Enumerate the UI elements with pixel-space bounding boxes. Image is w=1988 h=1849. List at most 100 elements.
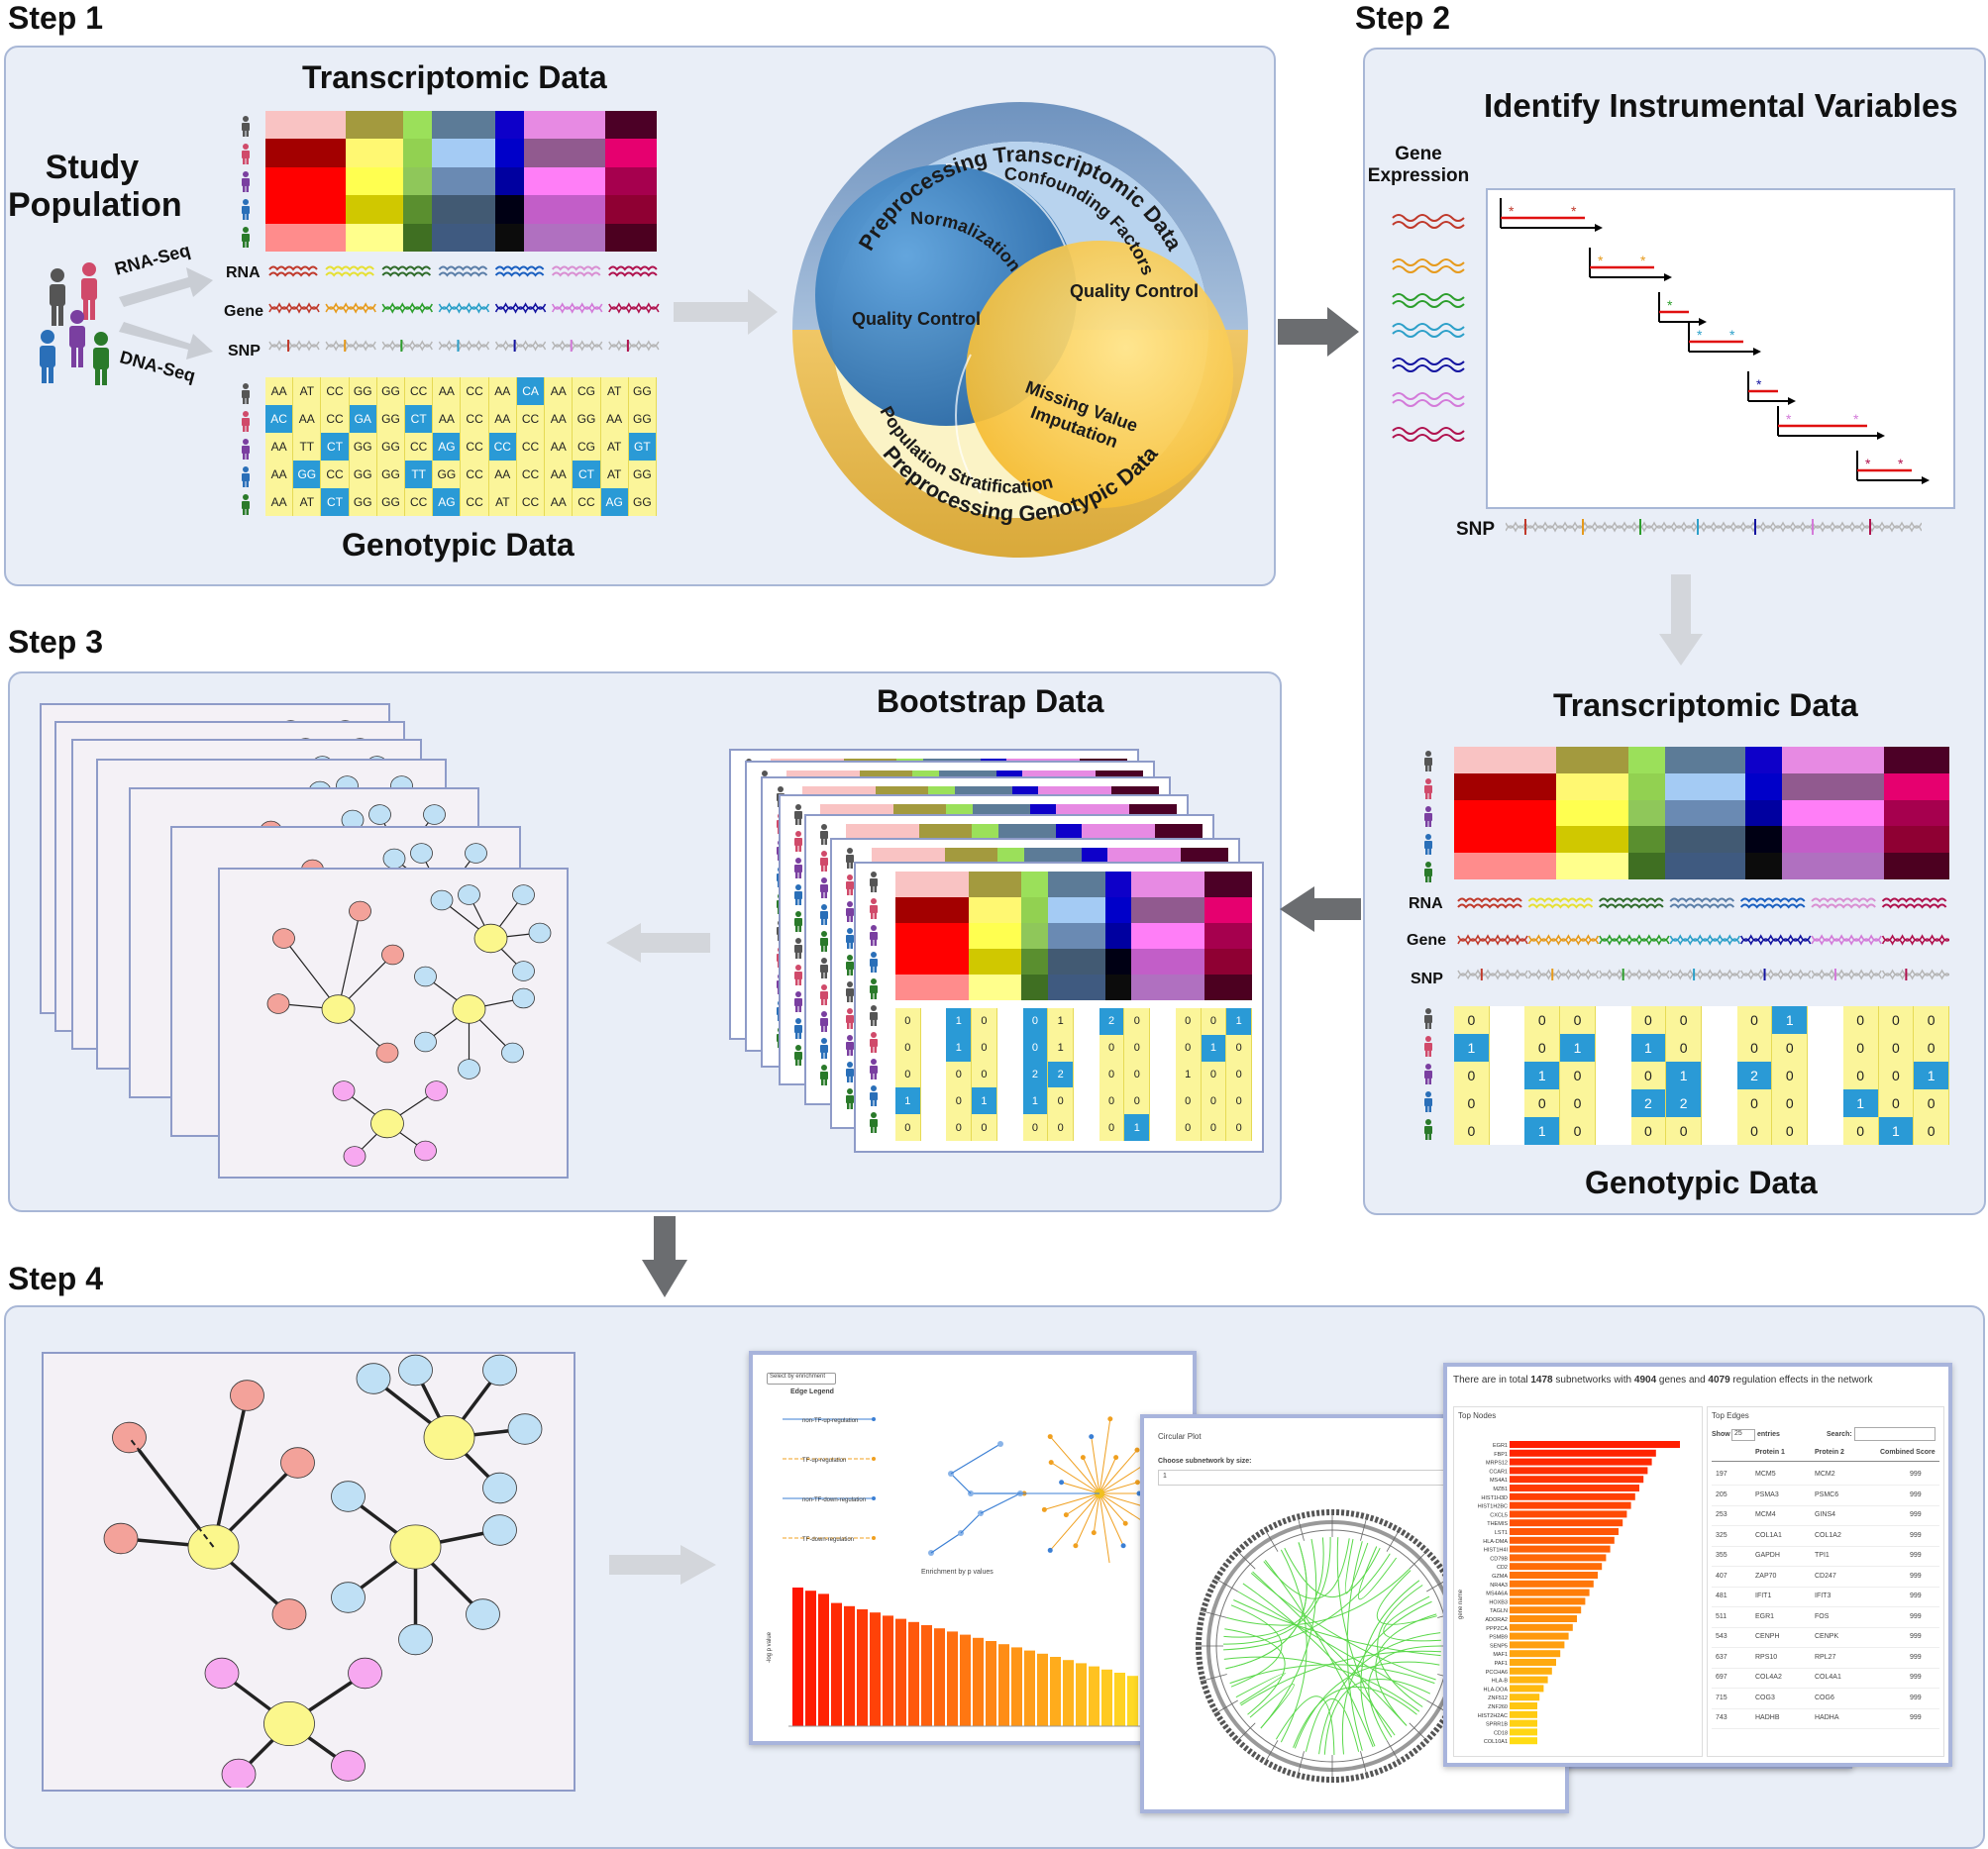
genotype-cell: CC (321, 377, 350, 405)
heatmap-cell (1131, 897, 1205, 923)
enrichment-bar (818, 1593, 829, 1726)
genotype-cell: 0 (1772, 1034, 1809, 1062)
genotype-cell: 0 (1736, 1006, 1773, 1034)
column-header[interactable]: Protein 1 (1755, 1449, 1785, 1456)
heatmap-cell (495, 223, 525, 252)
network-edge (960, 1512, 982, 1534)
top-node-bar (1510, 1632, 1569, 1640)
person-icon (846, 928, 854, 949)
genotype-cell: 0 (895, 1034, 921, 1062)
heatmap-cell (895, 923, 970, 949)
rna-strand (551, 271, 601, 277)
network-leaf-node (512, 987, 535, 1009)
dna-helix (268, 306, 320, 314)
top-edges-title: Top Edges (1712, 1411, 1749, 1420)
genotype-cell (1702, 1117, 1737, 1145)
top-node-bar (1510, 1737, 1537, 1745)
heatmap-cell (432, 111, 496, 140)
network-leaf-node (465, 843, 487, 864)
network-leaf-node (398, 1354, 433, 1387)
network-leaf-node (482, 1472, 517, 1504)
genotype-cell: 1 (1878, 1117, 1915, 1145)
enrichment-dropdown[interactable]: Select by enrichment (767, 1373, 836, 1385)
network-edge (950, 1473, 972, 1494)
top-edges-panel: Top Edges Show 25 entries Search: Protei… (1707, 1406, 1944, 1757)
person-icon (242, 144, 250, 164)
iv-arrowhead (1699, 318, 1707, 326)
genotype-cell: AA (545, 461, 574, 488)
column-header[interactable]: Protein 2 (1815, 1449, 1844, 1456)
genotype-cell: AA (600, 405, 629, 433)
column-header[interactable]: Combined Score (1880, 1449, 1936, 1456)
genotype-cell (1808, 1062, 1843, 1089)
top-node-label: HLA-DOA (1484, 1687, 1509, 1693)
person-icon (870, 1112, 878, 1133)
heatmap-cell (604, 139, 657, 167)
top-node-bar (1510, 1606, 1582, 1614)
circos-link (1260, 1538, 1317, 1729)
circos-link (1223, 1537, 1324, 1638)
table-cell: COL4A1 (1815, 1674, 1841, 1681)
network-leaf-node (349, 900, 371, 922)
genotype-cell: GG (349, 488, 377, 516)
dna-helix (1811, 934, 1882, 942)
heatmap-cell (265, 111, 347, 140)
table-cell: HADHB (1755, 1714, 1780, 1721)
genotype-cell: 0 (1560, 1117, 1596, 1145)
circos-tick (1386, 1740, 1402, 1765)
network-leaf-node (103, 1522, 139, 1555)
circos-link (1323, 1679, 1431, 1755)
table-cell: 743 (1716, 1714, 1727, 1721)
gene-expression-wave (1392, 221, 1465, 229)
genotype-cell: AG (433, 433, 462, 461)
step1-molecule-strands (268, 265, 660, 352)
heatmap-cell (969, 897, 1022, 923)
enrichment-bar (1114, 1673, 1125, 1726)
top-node-bar (1510, 1519, 1623, 1527)
iv-plot-box (1486, 188, 1955, 509)
genotype-cell: GG (628, 488, 657, 516)
genotype-cell: 1 (1454, 1034, 1490, 1062)
table-cell: 999 (1910, 1592, 1922, 1599)
heatmap-cell (1454, 772, 1556, 800)
table-cell: PSMA3 (1755, 1490, 1779, 1498)
gene-expression-wave (1392, 399, 1465, 407)
legend-label: TF-down-regulation (802, 1537, 854, 1543)
genotype-cell: AA (433, 405, 462, 433)
genotype-cell (1595, 1006, 1631, 1034)
genotype-cell (1702, 1062, 1737, 1089)
network-node (1122, 1520, 1128, 1526)
legend-marker (872, 1536, 876, 1540)
heatmap-cell (1104, 949, 1132, 975)
table-cell: 697 (1716, 1674, 1727, 1681)
iv-arrowhead (1595, 224, 1603, 232)
heatmap-cell (969, 975, 1022, 1000)
genotype-cell: 0 (972, 1034, 997, 1062)
search-input[interactable] (1854, 1427, 1936, 1441)
genotype-cell: 1 (1048, 1008, 1074, 1035)
circos-tick (1409, 1549, 1429, 1570)
step2-expression-heatmap (1454, 747, 1949, 879)
enrichment-bar (1050, 1657, 1061, 1726)
heatmap-cell (1665, 772, 1746, 800)
network-node (1063, 1512, 1069, 1518)
network-leaf-node (348, 1657, 382, 1690)
table-header: Protein 1 Protein 2 Combined Score (1712, 1447, 1939, 1462)
step2-genotypic-title: Genotypic Data (1585, 1165, 1818, 1200)
snp-helix (552, 340, 603, 348)
heatmap-cell (1883, 853, 1949, 879)
genotype-cell: TT (405, 461, 434, 488)
genotype-cell: GG (376, 377, 406, 405)
screenshot-network-viewer: Select by enrichment Edge Legend non-TF-… (749, 1351, 1197, 1745)
genotype-cell: CC (461, 461, 489, 488)
enrichment-bar (998, 1644, 1009, 1726)
circos-link (1305, 1698, 1360, 1752)
top-node-bar (1510, 1667, 1552, 1675)
network-node (1107, 1416, 1113, 1422)
step2-title: Identify Instrumental Variables (1484, 87, 1958, 124)
legend-marker (872, 1417, 876, 1421)
step1-genotypic-title: Genotypic Data (342, 527, 575, 563)
genotype-cell: 1 (1666, 1062, 1702, 1089)
genotype-cell: 0 (1201, 1061, 1227, 1088)
entries-select[interactable]: 25 (1731, 1429, 1755, 1441)
